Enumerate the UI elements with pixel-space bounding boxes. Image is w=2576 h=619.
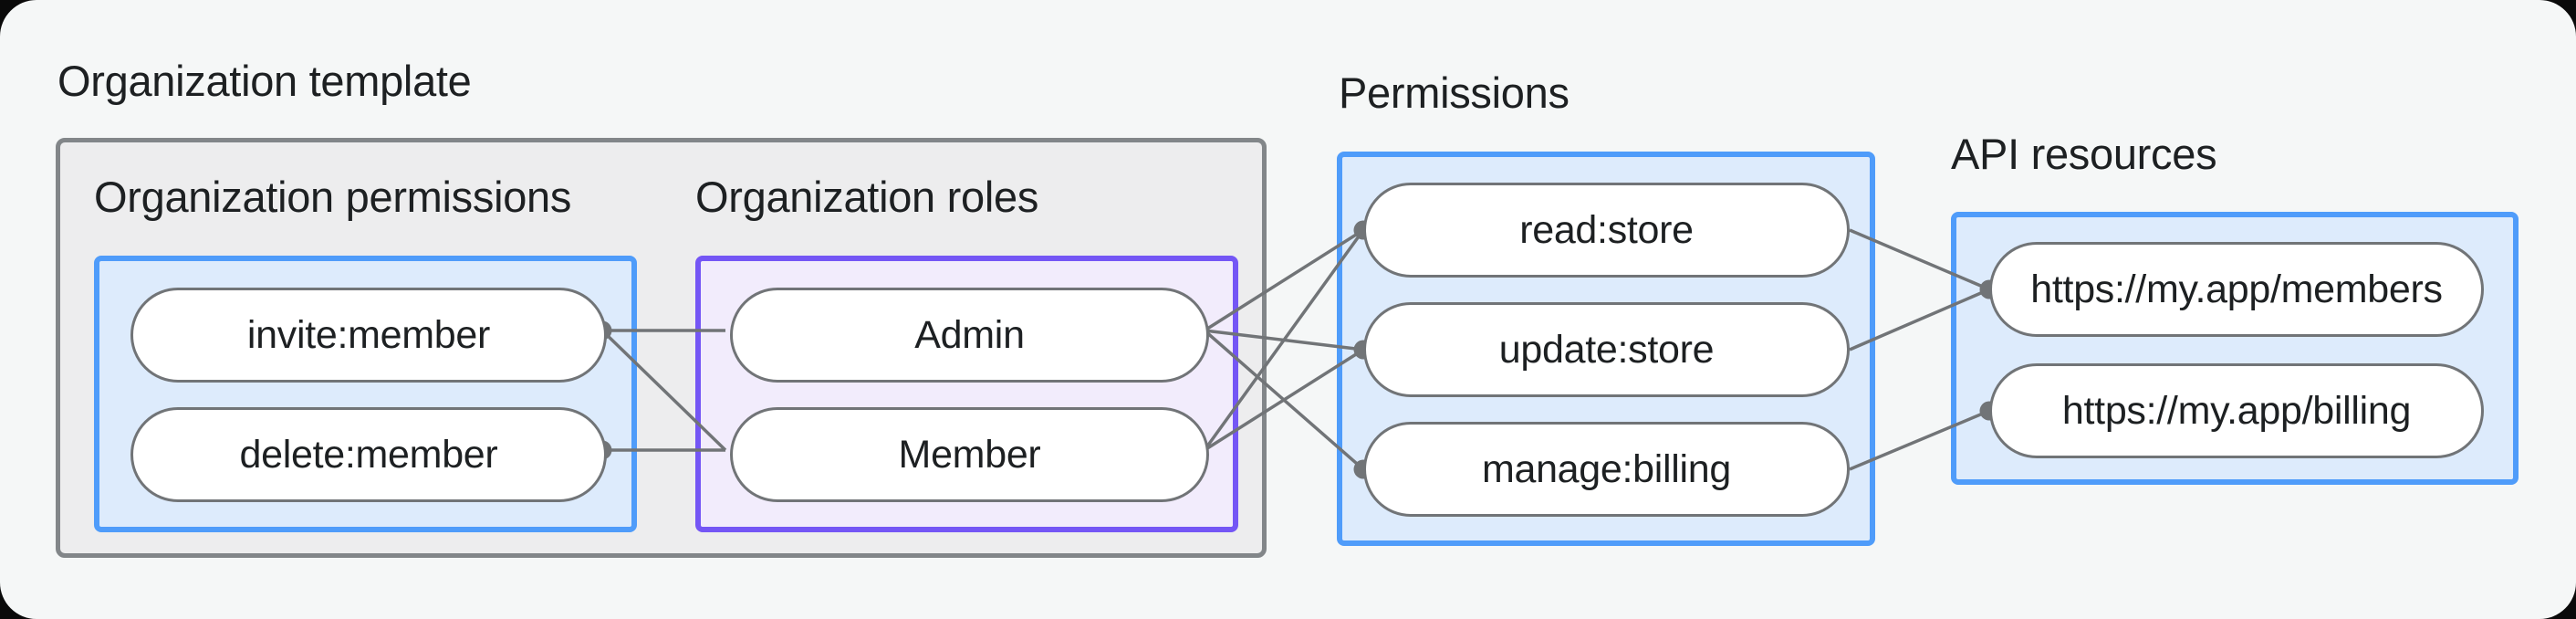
- api-resources-label: API resources: [1951, 130, 2217, 178]
- organization-template-box: Organization permissions Organization ro…: [56, 138, 1267, 558]
- node-delete-member-label: delete:member: [239, 432, 498, 477]
- node-admin: Admin: [730, 288, 1209, 383]
- node-api-billing-label: https://my.app/billing: [2061, 388, 2412, 433]
- node-member-label: Member: [898, 432, 1041, 477]
- node-admin-label: Admin: [914, 312, 1025, 357]
- org-permissions-label: Organization permissions: [94, 173, 572, 221]
- node-read-store-label: read:store: [1519, 207, 1694, 252]
- node-read-store: read:store: [1363, 183, 1850, 278]
- org-roles-box: Admin Member: [695, 256, 1238, 532]
- node-api-members-label: https://my.app/members: [2030, 267, 2443, 311]
- api-resources-box: https://my.app/members https://my.app/bi…: [1951, 212, 2519, 485]
- node-manage-billing-label: manage:billing: [1481, 446, 1732, 491]
- org-roles-label: Organization roles: [695, 173, 1039, 221]
- node-update-store: update:store: [1363, 302, 1850, 397]
- node-invite-member: invite:member: [130, 288, 607, 383]
- node-update-store-label: update:store: [1498, 327, 1715, 372]
- permissions-box: read:store update:store manage:billing: [1337, 152, 1875, 546]
- node-api-billing: https://my.app/billing: [1989, 363, 2484, 458]
- diagram-title: Organization template: [57, 57, 472, 105]
- node-manage-billing: manage:billing: [1363, 422, 1850, 517]
- node-delete-member: delete:member: [130, 407, 607, 502]
- node-invite-member-label: invite:member: [246, 312, 491, 357]
- node-member: Member: [730, 407, 1209, 502]
- node-api-members: https://my.app/members: [1989, 242, 2484, 337]
- org-permissions-box: invite:member delete:member: [94, 256, 637, 532]
- permissions-label: Permissions: [1339, 68, 1570, 117]
